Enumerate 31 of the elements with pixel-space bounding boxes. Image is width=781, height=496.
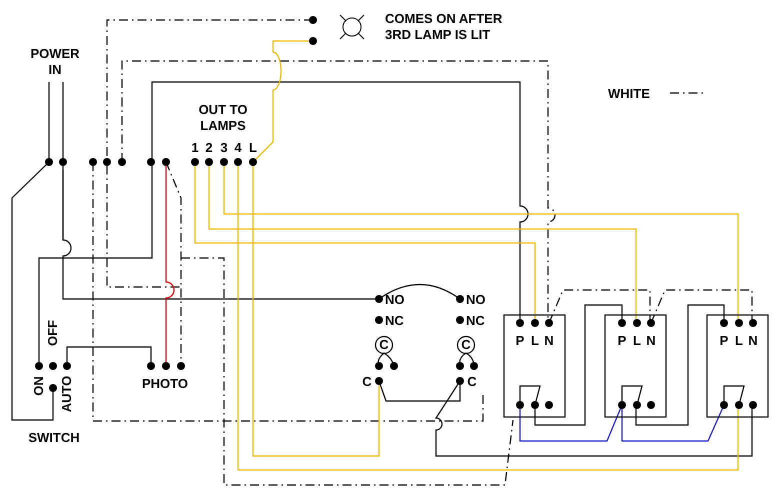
terminal-label: L	[633, 333, 641, 349]
terminal-label: NC	[385, 313, 404, 329]
terminal-label: L	[531, 333, 539, 349]
switch-position-label: AUTO	[59, 376, 75, 412]
terminal-label: NO	[385, 292, 404, 308]
switch-label: SWITCH	[28, 430, 80, 446]
terminal-label: P	[720, 333, 728, 349]
terminal-label: 1	[191, 140, 199, 156]
terminal-group-label: POWER IN	[29, 46, 81, 78]
terminal-label: L	[249, 140, 257, 156]
switch-position-label: OFF	[45, 320, 61, 346]
terminal-label: P	[516, 333, 524, 349]
terminal-label: NO	[466, 292, 486, 308]
note-text: COMES ON AFTER 3RD LAMP IS LIT	[385, 11, 504, 43]
terminal-label: N	[544, 333, 554, 349]
terminal-group-label: OUT TO LAMPS	[198, 102, 248, 134]
terminal-label: P	[618, 333, 626, 349]
terminal-label: 3	[220, 140, 228, 156]
terminal-label: L	[735, 333, 743, 349]
terminal-label: NC	[466, 313, 485, 329]
terminal-label: C	[467, 374, 477, 390]
terminal-label: 2	[205, 140, 213, 156]
terminal-label: C	[379, 337, 389, 353]
terminal-label: C	[461, 337, 471, 353]
legend-label: WHITE	[608, 86, 650, 102]
terminal-label: N	[748, 333, 758, 349]
terminal-label: C	[362, 374, 372, 390]
terminal-label: N	[646, 333, 656, 349]
terminal-group-label: PHOTO	[142, 376, 188, 392]
terminal-label: 4	[234, 140, 242, 156]
switch-position-label: ON	[31, 376, 47, 396]
